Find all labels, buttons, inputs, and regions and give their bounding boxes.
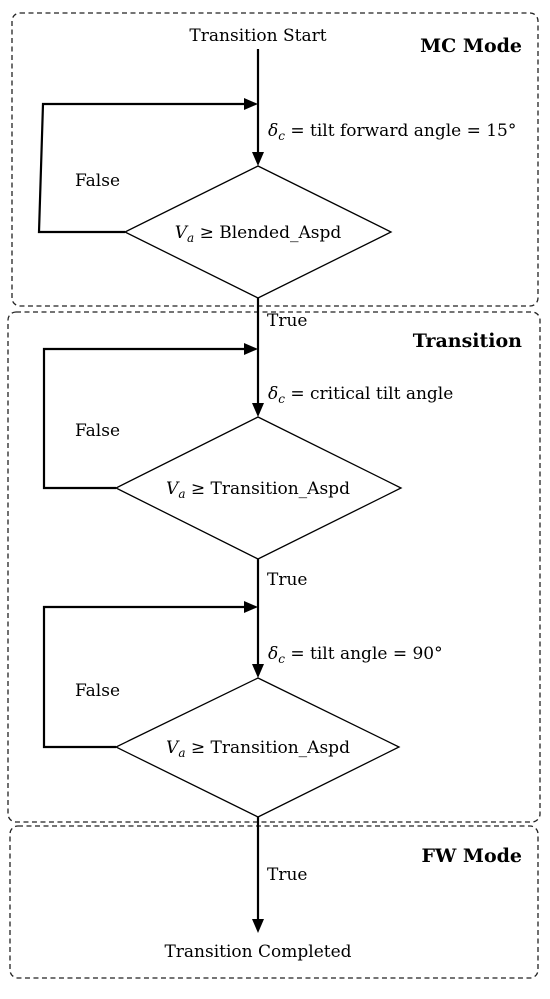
- arrowhead-into-end: [252, 919, 264, 933]
- transition-region: [7, 311, 541, 823]
- arrowhead-false-loop-3: [244, 601, 258, 613]
- false-label-1: False: [75, 171, 120, 191]
- true-label-3: True: [267, 865, 307, 885]
- mc-mode-title: MC Mode: [420, 35, 522, 57]
- mc-mode-region: [11, 12, 539, 307]
- condition-label-1: Va ≥ Blended_Aspd: [175, 223, 342, 245]
- arrowhead-into-decision-1: [252, 152, 264, 166]
- start-label: Transition Start: [189, 26, 326, 46]
- condition-label-3: Va ≥ Transition_Aspd: [166, 738, 350, 760]
- false-label-3: False: [75, 681, 120, 701]
- end-label: Transition Completed: [164, 942, 351, 962]
- false-loop-line-3: [42, 605, 246, 749]
- action-label-3: δc = tilt angle = 90°: [268, 644, 443, 666]
- arrowhead-into-decision-2: [252, 403, 264, 417]
- false-label-2: False: [75, 421, 120, 441]
- true-label-1: True: [267, 311, 307, 331]
- arrowhead-into-decision-3: [252, 664, 264, 678]
- arrowhead-false-loop-2: [244, 343, 258, 355]
- false-loop-line-1: [37, 102, 246, 234]
- true-label-2: True: [267, 570, 307, 590]
- transition-title: Transition: [413, 330, 522, 352]
- fw-mode-title: FW Mode: [421, 845, 522, 867]
- arrowhead-false-loop-1: [244, 98, 258, 110]
- condition-label-2: Va ≥ Transition_Aspd: [166, 479, 350, 501]
- false-loop-line-2: [42, 347, 246, 490]
- action-label-2: δc = critical tilt angle: [268, 384, 453, 406]
- action-label-1: δc = tilt forward angle = 15°: [268, 121, 516, 143]
- fw-mode-region: [9, 825, 539, 979]
